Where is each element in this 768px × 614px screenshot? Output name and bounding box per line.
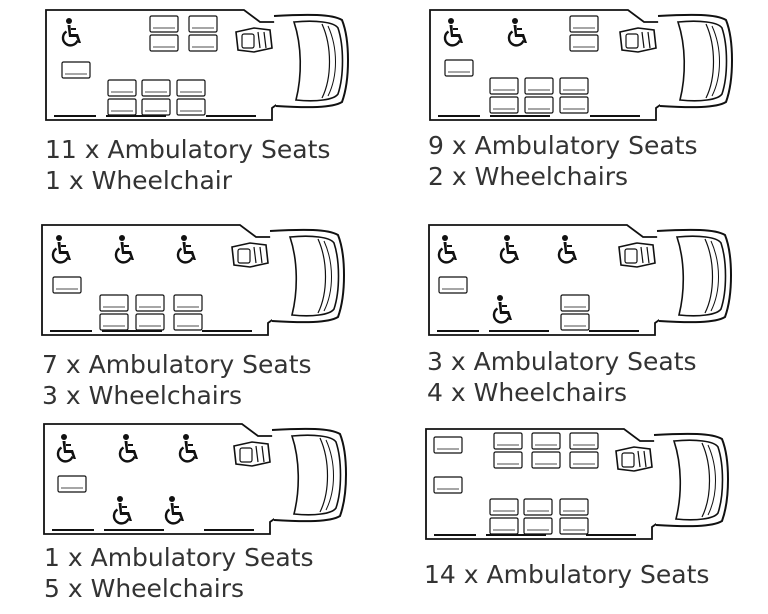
driver-seat-icon: [618, 242, 656, 268]
wheelchair-icon: [499, 235, 519, 264]
seat-icon: [107, 79, 137, 116]
wheelchair-icon: [118, 434, 138, 463]
caption-line: 5 x Wheelchairs: [44, 574, 245, 603]
driver-seat-icon: [615, 446, 653, 472]
driver-seat-icon: [231, 242, 269, 268]
wheelchair-icon: [114, 235, 134, 264]
seat-icon: [173, 294, 203, 331]
caption-line: 3 x Ambulatory Seats: [427, 347, 697, 376]
seat-icon: [438, 276, 468, 294]
seat-icon: [99, 294, 129, 331]
bus-floorplan: [429, 9, 733, 121]
driver-seat-icon: [619, 27, 657, 53]
caption-line: 11 x Ambulatory Seats: [45, 135, 331, 164]
bus-floorplan: [45, 9, 349, 121]
seat-icon: [149, 15, 179, 52]
seat-icon: [135, 294, 165, 331]
layout-caption: 14 x Ambulatory Seats: [424, 559, 709, 590]
wheelchair-icon: [176, 235, 196, 264]
layout-caption: 11 x Ambulatory Seats 1 x Wheelchair: [45, 134, 330, 196]
wheelchair-icon: [178, 434, 198, 463]
layout-caption: 9 x Ambulatory Seats 2 x Wheelchairs: [428, 130, 698, 192]
layout-3-seats-4-wheelchairs: 3 x Ambulatory Seats 4 x Wheelchairs: [384, 205, 768, 415]
wheelchair-icon: [164, 496, 184, 525]
bus-floorplan: [41, 224, 345, 336]
layout-1-seat-5-wheelchairs: 1 x Ambulatory Seats 5 x Wheelchairs: [0, 415, 384, 614]
layout-11-seats-1-wheelchair: 11 x Ambulatory Seats 1 x Wheelchair: [0, 0, 384, 205]
seat-icon: [559, 498, 589, 535]
wheelchair-icon: [437, 235, 457, 264]
seat-icon: [141, 79, 171, 116]
caption-line: 14 x Ambulatory Seats: [424, 560, 710, 589]
seat-icon: [523, 498, 553, 535]
seat-icon: [433, 436, 463, 454]
seat-icon: [493, 432, 523, 469]
caption-line: 3 x Wheelchairs: [42, 381, 243, 410]
wheelchair-icon: [112, 496, 132, 525]
caption-line: 1 x Ambulatory Seats: [44, 543, 314, 572]
layout-caption: 3 x Ambulatory Seats 4 x Wheelchairs: [427, 346, 697, 408]
seat-icon: [176, 79, 206, 116]
driver-cab: [615, 432, 729, 528]
caption-line: 4 x Wheelchairs: [427, 378, 628, 407]
seat-icon: [531, 432, 561, 469]
caption-line: 1 x Wheelchair: [45, 166, 232, 195]
layout-caption: 7 x Ambulatory Seats 3 x Wheelchairs: [42, 349, 312, 411]
driver-cab: [233, 427, 347, 523]
bus-floorplan: [428, 224, 732, 336]
bus-floorplan: [425, 428, 729, 540]
bus-floorplan: [43, 423, 347, 535]
layout-caption: 1 x Ambulatory Seats 5 x Wheelchairs: [44, 542, 314, 604]
seat-icon: [489, 498, 519, 535]
seat-icon: [61, 61, 91, 79]
driver-cab: [618, 228, 732, 324]
seat-icon: [569, 15, 599, 52]
layout-9-seats-2-wheelchairs: 9 x Ambulatory Seats 2 x Wheelchairs: [384, 0, 768, 205]
wheelchair-icon: [557, 235, 577, 264]
seat-icon: [433, 476, 463, 494]
driver-seat-icon: [233, 441, 271, 467]
layout-7-seats-3-wheelchairs: 7 x Ambulatory Seats 3 x Wheelchairs: [0, 205, 384, 415]
layout-14-seats: 14 x Ambulatory Seats: [384, 415, 768, 614]
wheelchair-icon: [443, 18, 463, 47]
caption-line: 7 x Ambulatory Seats: [42, 350, 312, 379]
seat-icon: [52, 276, 82, 294]
seat-icon: [57, 475, 87, 493]
seat-icon: [559, 77, 589, 114]
seat-icon: [524, 77, 554, 114]
driver-seat-icon: [235, 27, 273, 53]
seat-icon: [489, 77, 519, 114]
wheelchair-icon: [507, 18, 527, 47]
caption-line: 2 x Wheelchairs: [428, 162, 629, 191]
driver-cab: [235, 13, 349, 109]
seat-icon: [560, 294, 590, 331]
wheelchair-icon: [56, 434, 76, 463]
driver-cab: [231, 228, 345, 324]
seat-icon: [569, 432, 599, 469]
seat-icon: [188, 15, 218, 52]
driver-cab: [619, 13, 733, 109]
caption-line: 9 x Ambulatory Seats: [428, 131, 698, 160]
wheelchair-icon: [51, 235, 71, 264]
seat-icon: [444, 59, 474, 77]
wheelchair-icon: [492, 295, 512, 324]
wheelchair-icon: [61, 18, 81, 47]
